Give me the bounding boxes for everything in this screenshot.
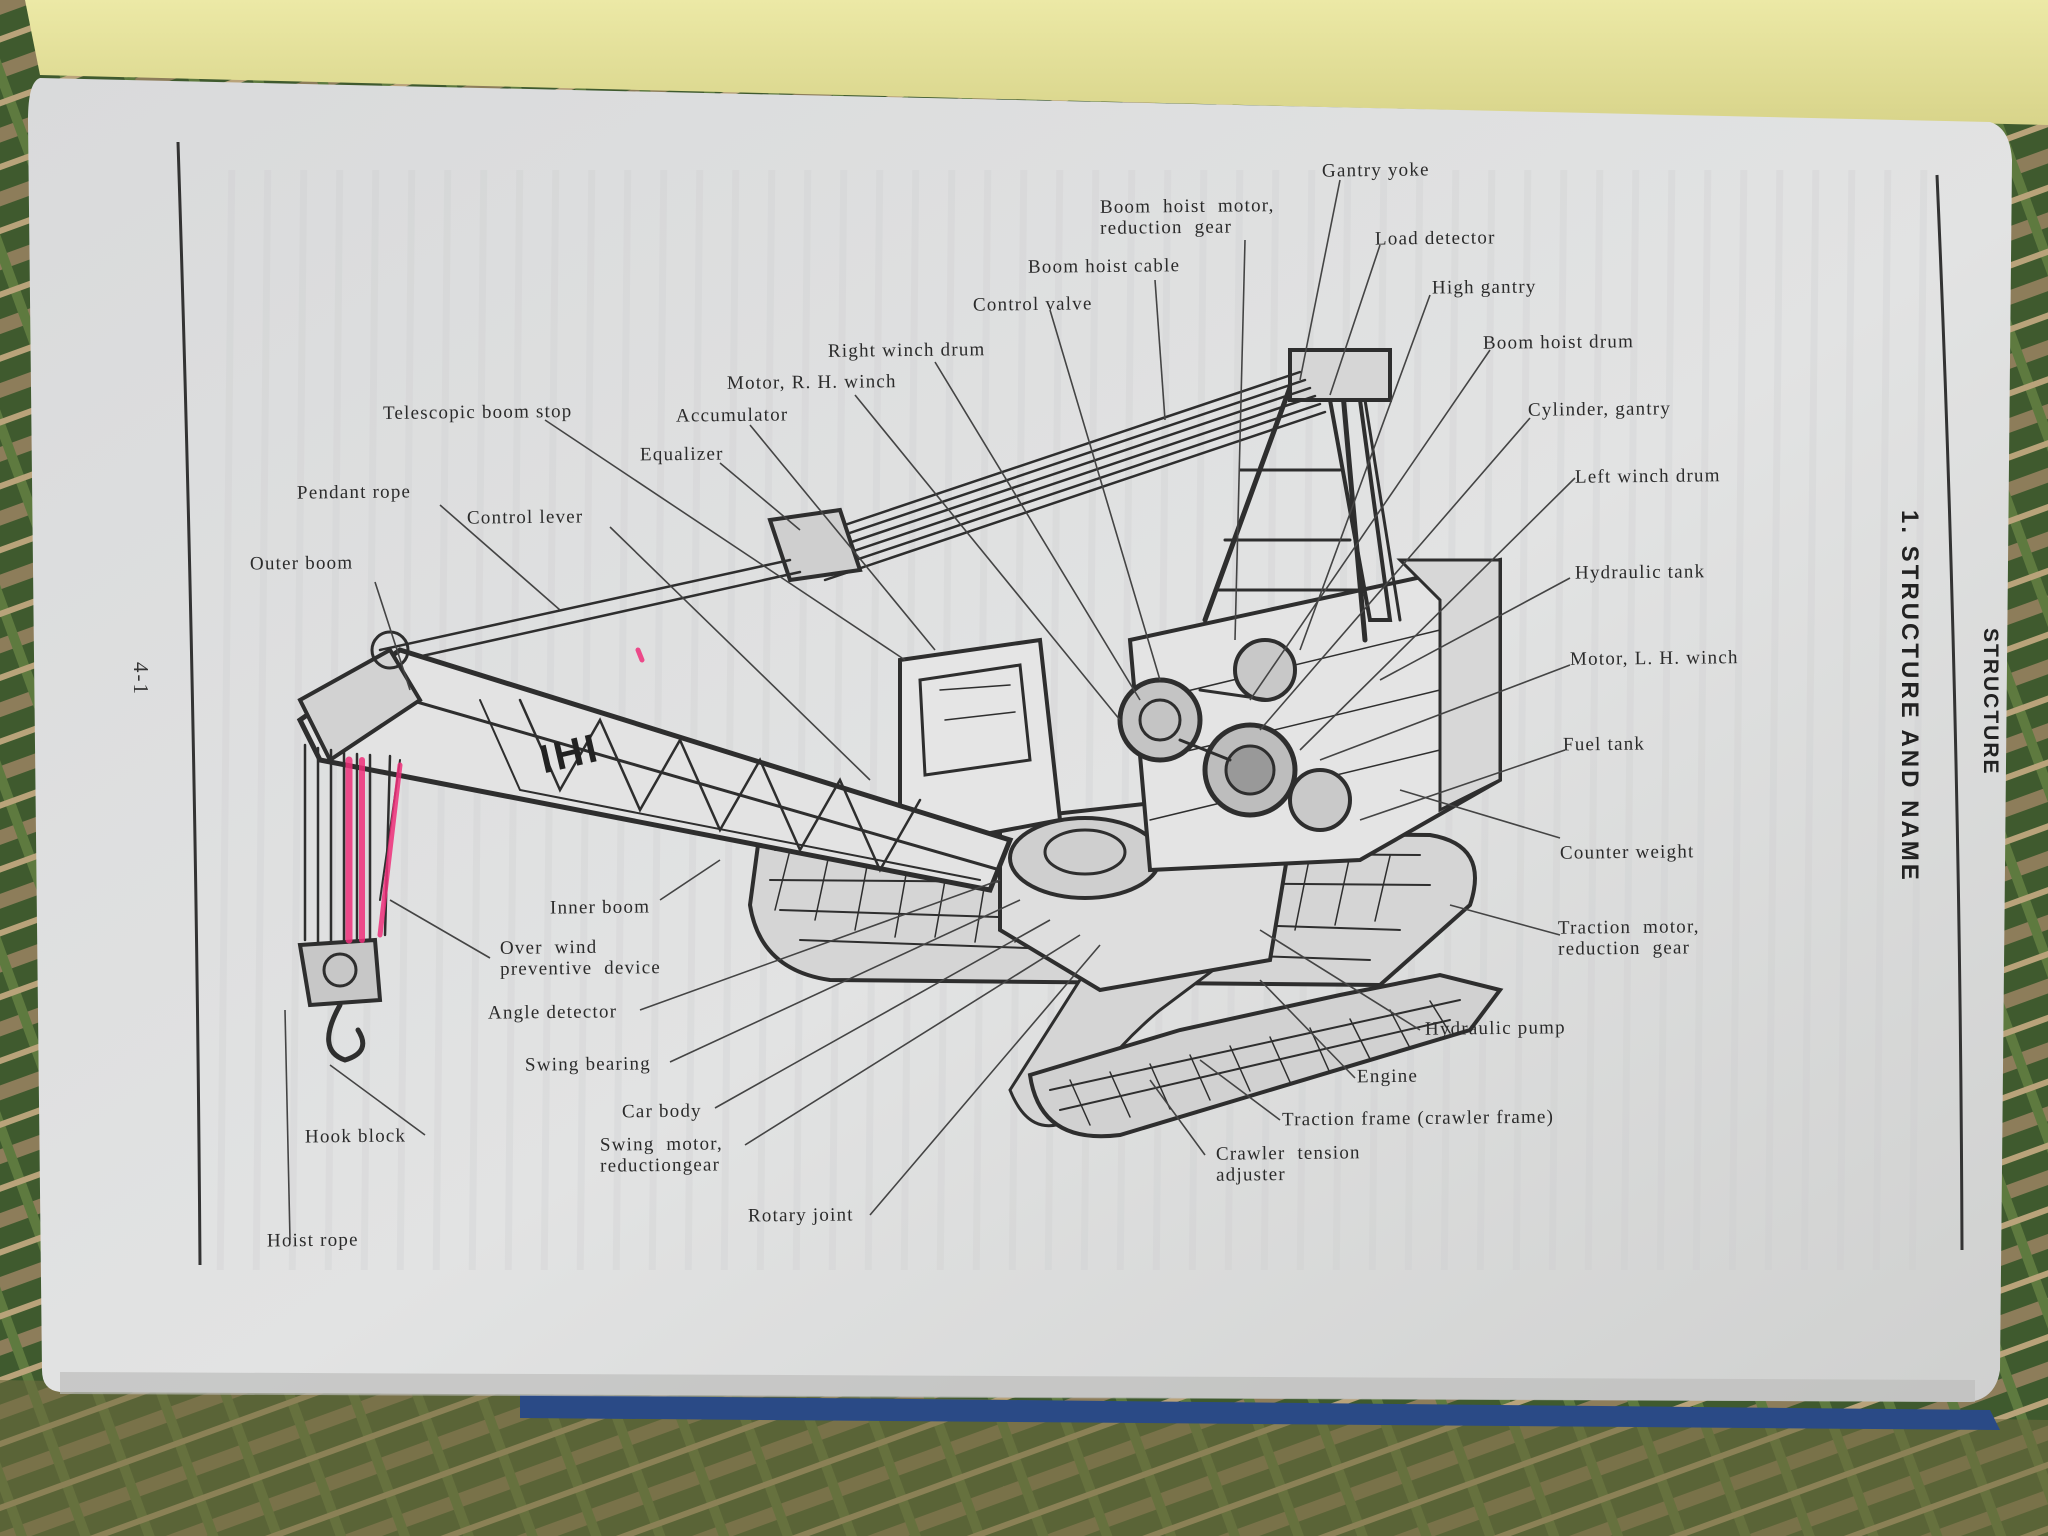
- label-traction-frame: Traction frame (crawler frame): [1281, 1106, 1555, 1131]
- label-accumulator: Accumulator: [675, 404, 789, 427]
- label-counter-weight: Counter weight: [1559, 841, 1695, 864]
- label-rotary-joint: Rotary joint: [747, 1204, 854, 1227]
- label-boom-hoist-motor-reduction-gear: Boom hoist motor, reduction gear: [1099, 195, 1275, 239]
- label-load-detector: Load detector: [1374, 227, 1496, 250]
- label-high-gantry: High gantry: [1431, 276, 1537, 299]
- label-left-winch-drum: Left winch drum: [1574, 465, 1721, 488]
- label-motor-rh-winch: Motor, R. H. winch: [726, 371, 897, 394]
- label-boom-hoist-cable: Boom hoist cable: [1027, 255, 1181, 278]
- label-cylinder-gantry: Cylinder, gantry: [1527, 398, 1672, 421]
- label-crawler-tension-adjuster: Crawler tension adjuster: [1215, 1142, 1361, 1186]
- label-pendant-rope: Pendant rope: [296, 481, 412, 504]
- label-angle-detector: Angle detector: [487, 1001, 618, 1024]
- label-car-body: Car body: [621, 1100, 702, 1123]
- label-telescopic-boom-stop: Telescopic boom stop: [382, 401, 573, 424]
- label-right-winch-drum: Right winch drum: [827, 339, 986, 362]
- label-control-lever: Control lever: [466, 506, 584, 529]
- label-fuel-tank: Fuel tank: [1562, 733, 1646, 756]
- label-traction-motor-reduction-gear: Traction motor, reduction gear: [1557, 916, 1700, 960]
- label-hydraulic-tank: Hydraulic tank: [1574, 561, 1706, 584]
- label-inner-boom: Inner boom: [549, 896, 651, 919]
- label-swing-bearing: Swing bearing: [524, 1053, 651, 1076]
- label-equalizer: Equalizer: [639, 443, 724, 466]
- label-control-valve: Control valve: [972, 293, 1093, 316]
- label-hook-block: Hook block: [304, 1125, 407, 1148]
- label-gantry-yoke: Gantry yoke: [1321, 159, 1430, 182]
- running-header: STRUCTURE: [1979, 628, 2002, 776]
- label-boom-hoist-drum: Boom hoist drum: [1482, 331, 1635, 354]
- label-engine: Engine: [1356, 1065, 1419, 1088]
- label-hoist-rope: Hoist rope: [266, 1229, 359, 1252]
- page-number: 4-1: [129, 662, 153, 696]
- section-title: 1. STRUCTURE AND NAME: [1896, 510, 1923, 883]
- label-outer-boom: Outer boom: [249, 552, 354, 575]
- label-over-wind-preventive-device: Over wind preventive device: [499, 936, 662, 980]
- label-motor-lh-winch: Motor, L. H. winch: [1569, 647, 1739, 670]
- label-hydraulic-pump: Hydraulic pump: [1424, 1017, 1566, 1040]
- label-swing-motor-reduction-gear: Swing motor, reductiongear: [599, 1133, 724, 1177]
